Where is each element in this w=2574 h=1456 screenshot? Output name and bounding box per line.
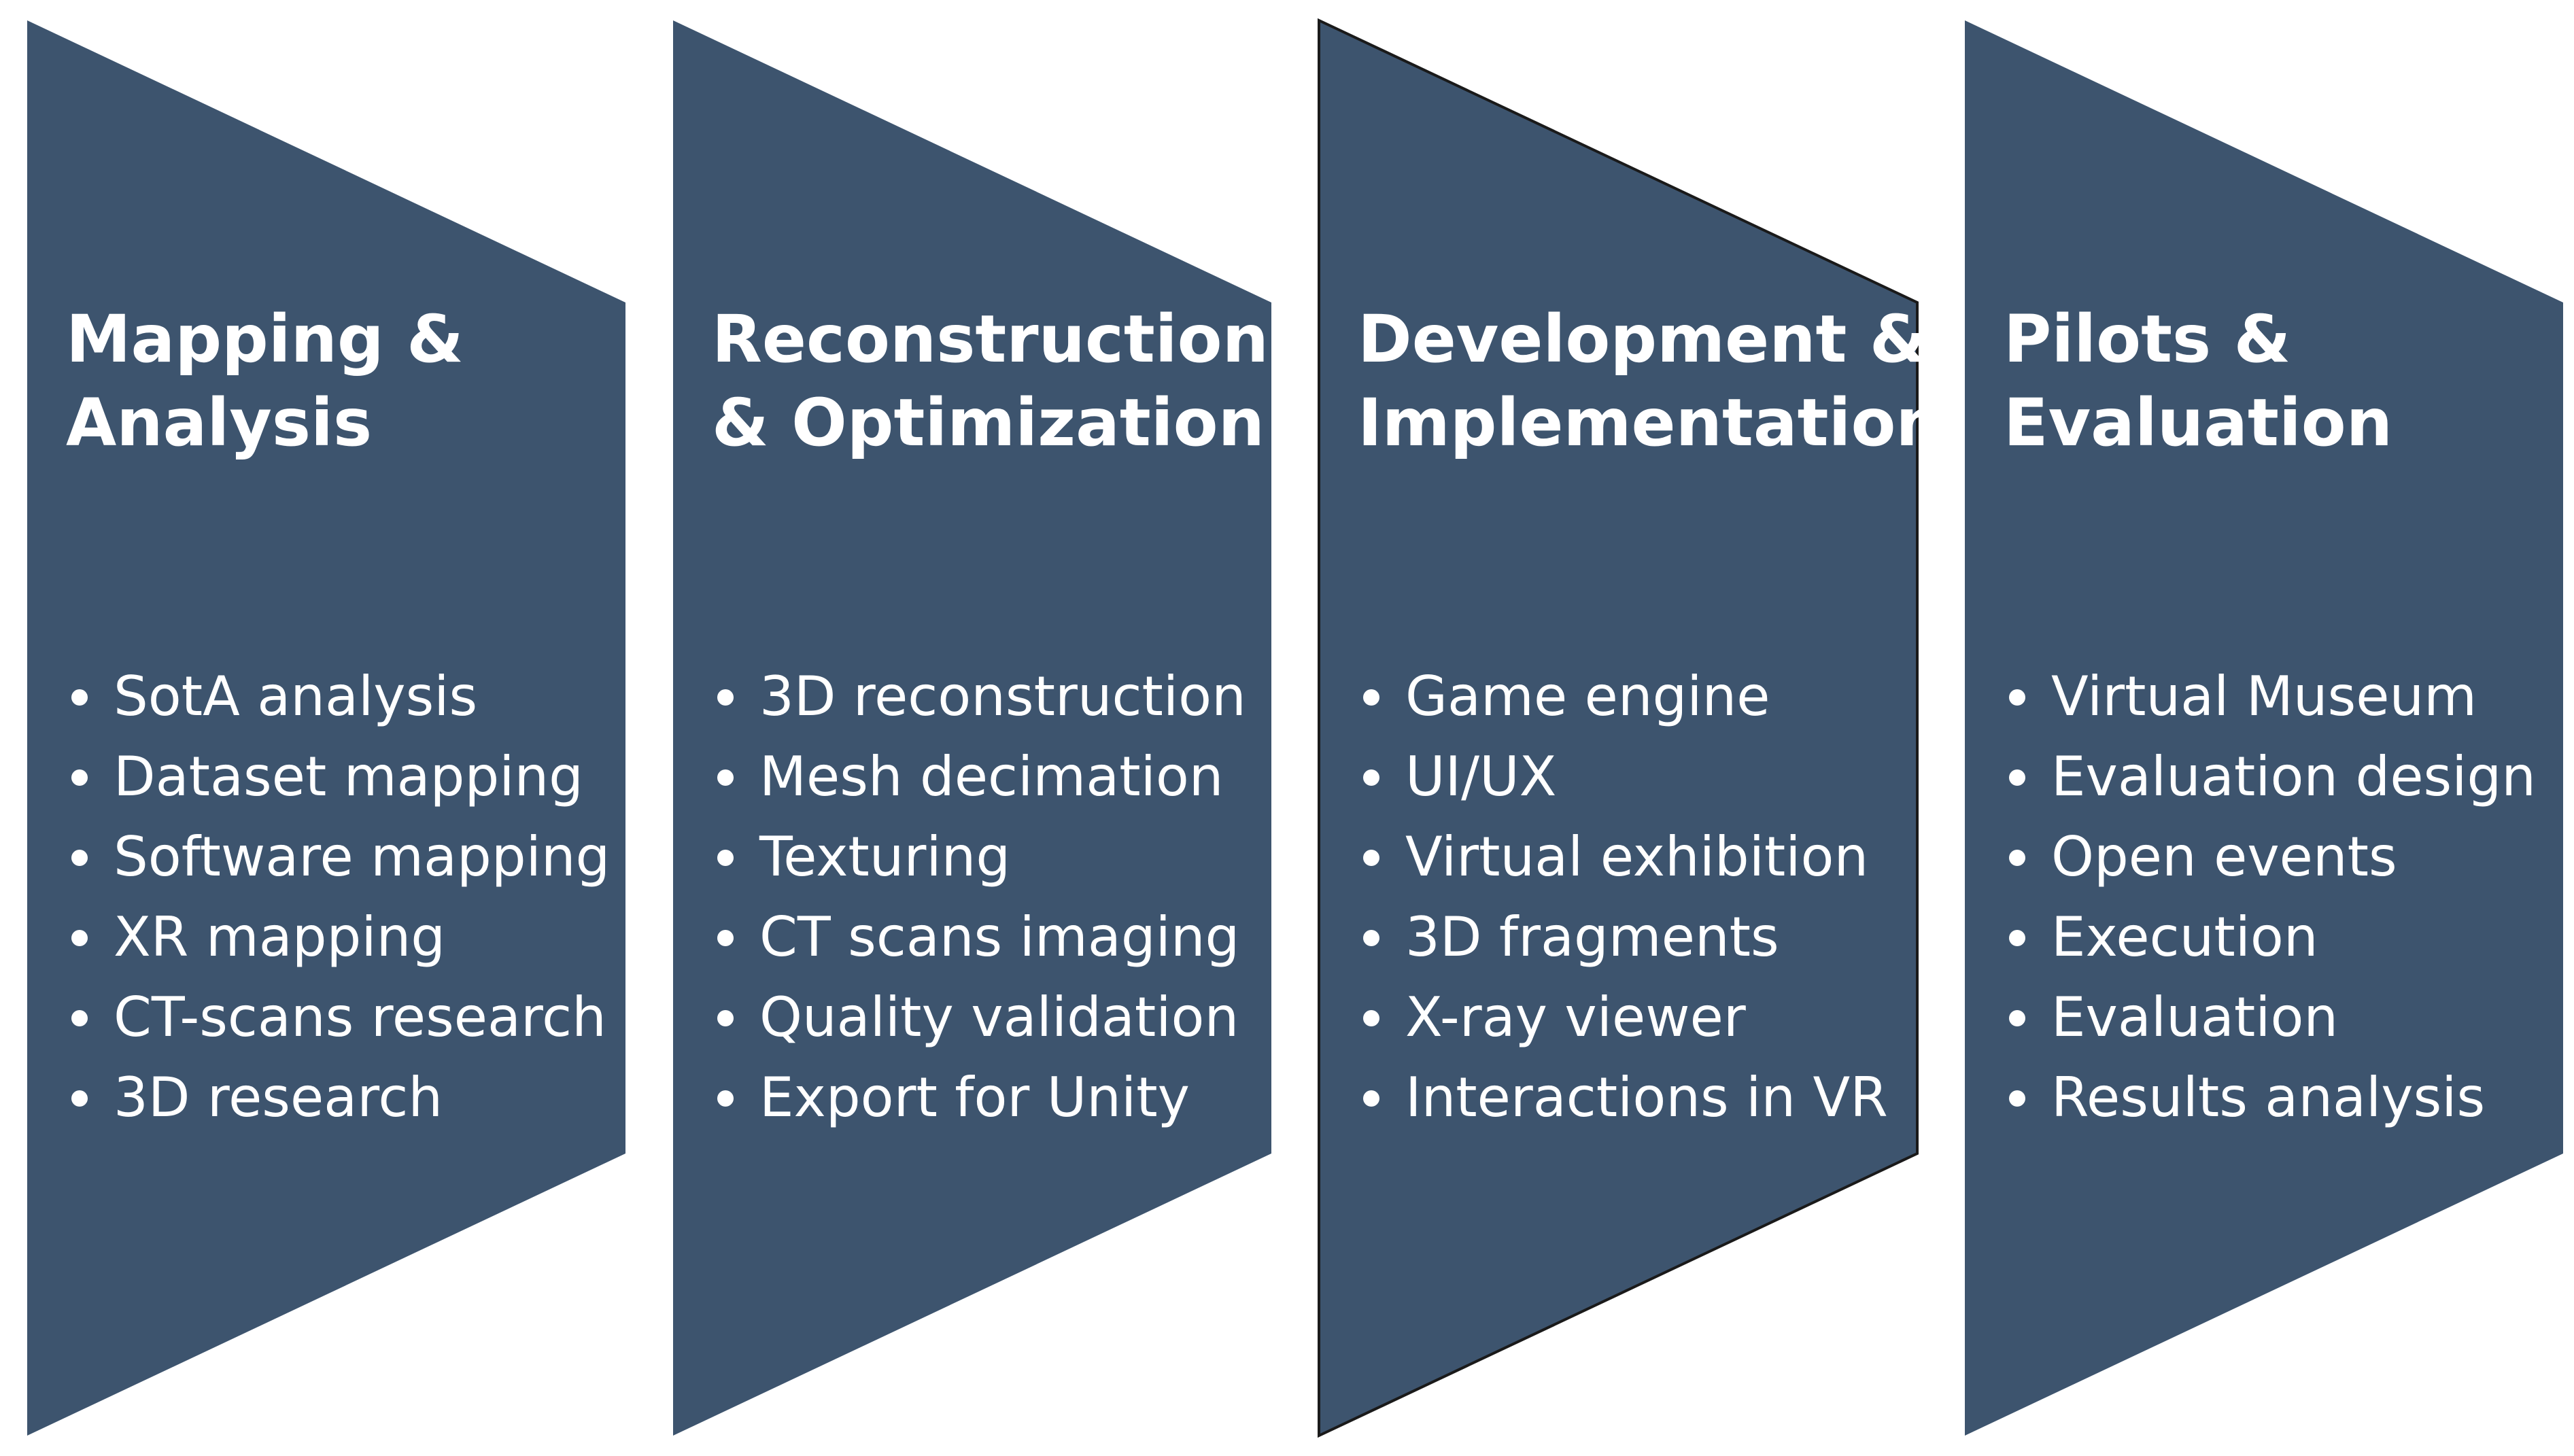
task-item: Execution [2004, 897, 2536, 977]
task-item: Evaluation design [2004, 737, 2536, 817]
task-item: 3D research [66, 1058, 610, 1138]
stage-title: Development & Implementation [1358, 298, 1942, 465]
stage-title-line-1: Development & [1358, 301, 1927, 377]
stage-development-implementation: Development & Implementation Game engine… [1358, 0, 1970, 1456]
task-item: Virtual Museum [2004, 657, 2536, 737]
stage-4-chevron [1965, 20, 2563, 1436]
stage-title-line-1: Pilots & [2004, 301, 2291, 377]
task-item: XR mapping [66, 897, 610, 977]
task-item: Evaluation [2004, 977, 2536, 1058]
task-item: SotA analysis [66, 657, 610, 737]
task-item: CT scans imaging [712, 897, 1246, 977]
task-item: Results analysis [2004, 1058, 2536, 1138]
stage-reconstruction-optimization: Reconstruction & Optimization 3D reconst… [712, 0, 1324, 1456]
task-list: Virtual Museum Evaluation design Open ev… [2004, 657, 2536, 1138]
task-item: Mesh decimation [712, 737, 1246, 817]
task-item: Quality validation [712, 977, 1246, 1058]
stage-title: Pilots & Evaluation [2004, 298, 2392, 465]
task-item: Open events [2004, 817, 2536, 897]
stage-mapping-analysis: Mapping & Analysis SotA analysis Dataset… [66, 0, 678, 1456]
task-item: Export for Unity [712, 1058, 1246, 1138]
task-list: SotA analysis Dataset mapping Software m… [66, 657, 610, 1138]
stage-title: Reconstruction & Optimization [712, 298, 1269, 465]
task-item: Dataset mapping [66, 737, 610, 817]
stage-title-line-2: Evaluation [2004, 385, 2393, 461]
stage-title-line-1: Reconstruction [712, 301, 1269, 377]
task-list: 3D reconstruction Mesh decimation Textur… [712, 657, 1246, 1138]
task-item: UI/UX [1358, 737, 1888, 817]
task-list: Game engine UI/UX Virtual exhibition 3D … [1358, 657, 1888, 1138]
task-item: Texturing [712, 817, 1246, 897]
stage-1-chevron [27, 20, 625, 1436]
stage-title-line-2: Analysis [66, 385, 373, 461]
stage-2-chevron [673, 20, 1271, 1436]
stage-pilots-evaluation: Pilots & Evaluation Virtual Museum Evalu… [2004, 0, 2574, 1456]
stage-3-chevron [1318, 18, 1919, 1438]
stage-title-line-1: Mapping & [66, 301, 464, 377]
task-item: Virtual exhibition [1358, 817, 1888, 897]
task-item: 3D fragments [1358, 897, 1888, 977]
task-item: Game engine [1358, 657, 1888, 737]
task-item: CT-scans research [66, 977, 610, 1058]
stage-title-line-2: & Optimization [712, 385, 1265, 461]
task-item: X-ray viewer [1358, 977, 1888, 1058]
stage-title: Mapping & Analysis [66, 298, 464, 465]
task-item: Software mapping [66, 817, 610, 897]
stage-title-line-2: Implementation [1358, 385, 1942, 461]
task-item: 3D reconstruction [712, 657, 1246, 737]
task-item: Interactions in VR [1358, 1058, 1888, 1138]
